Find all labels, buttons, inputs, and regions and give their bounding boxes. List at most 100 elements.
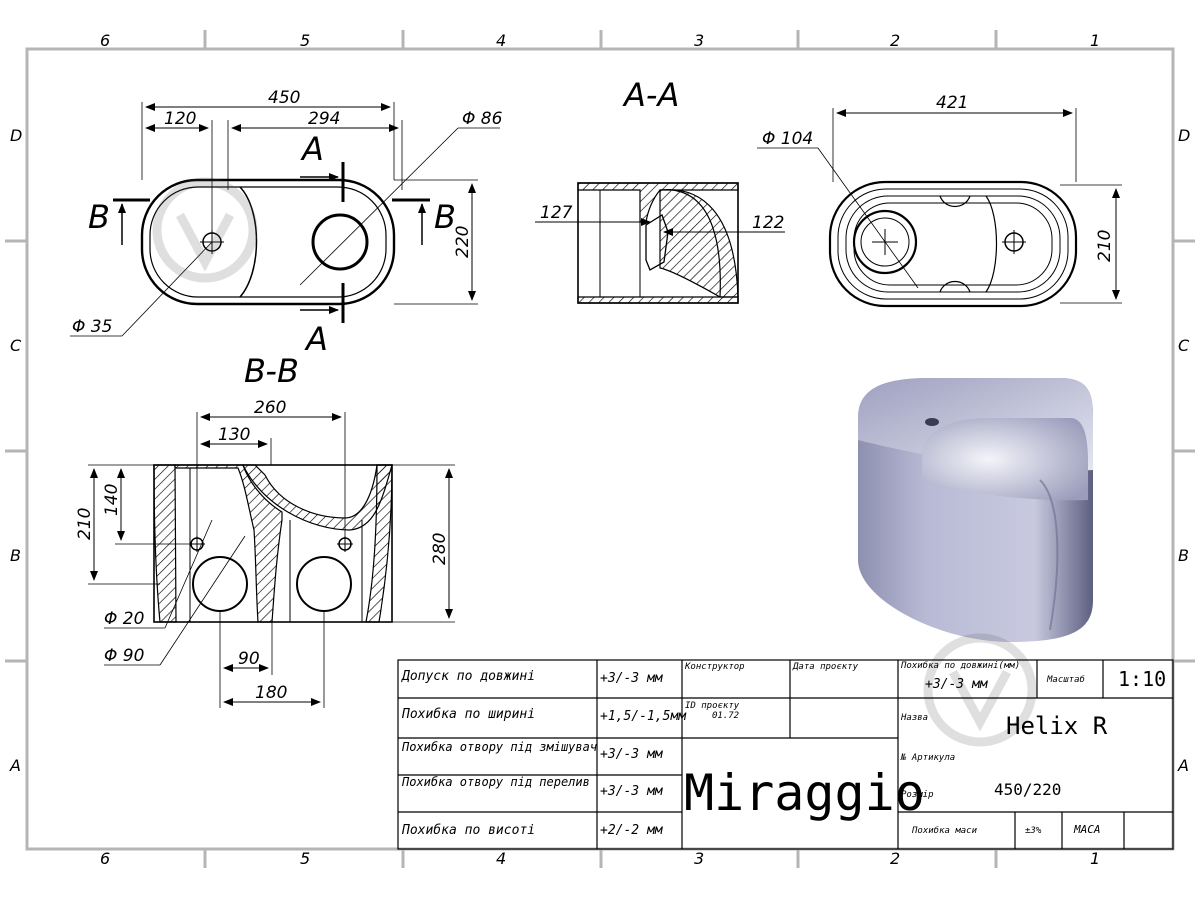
top-view-inner-outline bbox=[149, 186, 387, 298]
section-aa-view bbox=[535, 182, 785, 304]
scale-value: 1:10 bbox=[1118, 667, 1166, 691]
zone-left-D: D bbox=[10, 126, 22, 145]
top-view-text: 450 120 294 220 Φ 86 Φ 35 A A B B bbox=[72, 88, 503, 358]
dim-90: 90 bbox=[238, 649, 260, 669]
designer-label: Конструктор bbox=[684, 662, 745, 672]
section-bb-view bbox=[88, 412, 455, 708]
tol-overflow-label: Похибка отвору під перелив bbox=[401, 775, 590, 789]
section-label-a-top: A bbox=[300, 130, 324, 168]
mass-tol-label: Похибка маси bbox=[911, 825, 978, 836]
size-value: 450/220 bbox=[994, 780, 1061, 799]
top-view bbox=[70, 102, 500, 337]
size-label: Розмір bbox=[901, 790, 934, 800]
dim-dia-104: Φ 104 bbox=[762, 129, 813, 149]
zone-right-B: B bbox=[1178, 546, 1189, 565]
section-aa-bottom-wall bbox=[577, 296, 739, 304]
section-aa-title: A-A bbox=[622, 76, 679, 114]
length-tol-value: +3/-3 мм bbox=[925, 677, 989, 692]
zone-bottom-5: 5 bbox=[300, 849, 310, 868]
dim-280: 280 bbox=[430, 533, 450, 565]
right-view-drain bbox=[852, 209, 918, 275]
zone-bottom-6: 6 bbox=[100, 849, 110, 868]
brand-name: Miraggio bbox=[684, 764, 925, 822]
dim-180: 180 bbox=[255, 683, 287, 703]
zone-top-4: 4 bbox=[496, 31, 506, 50]
top-view-drain bbox=[311, 213, 369, 271]
tol-overflow-value: +3/-3 мм bbox=[600, 784, 664, 799]
zone-left-C: C bbox=[10, 336, 22, 355]
section-label-b-right: B bbox=[434, 198, 456, 236]
dim-130: 130 bbox=[218, 425, 250, 445]
length-tol-label: Похибка по довжині(мм) bbox=[900, 660, 1020, 671]
mass-tol-value: ±3% bbox=[1025, 826, 1042, 836]
dim-294: 294 bbox=[308, 109, 340, 129]
tol-height-label: Похибка по висоті bbox=[401, 823, 535, 838]
watermark-logo-left bbox=[152, 177, 258, 283]
zone-bottom-3: 3 bbox=[694, 849, 704, 868]
zone-bottom-2: 2 bbox=[890, 849, 900, 868]
article-label: № Артикула bbox=[900, 753, 955, 763]
zone-bottom-4: 4 bbox=[496, 849, 506, 868]
top-view-outer-outline bbox=[140, 178, 396, 306]
project-date-label: Дата проєкту bbox=[792, 662, 859, 672]
section-label-a-bottom: A bbox=[304, 320, 328, 358]
dim-122: 122 bbox=[752, 213, 784, 233]
dim-210-bb: 210 bbox=[75, 508, 95, 540]
section-bb-title: B-B bbox=[244, 352, 299, 390]
zone-top-3: 3 bbox=[694, 31, 704, 50]
top-view-basin-edge bbox=[239, 186, 258, 298]
tol-length-value: +3/-3 мм bbox=[600, 671, 664, 686]
section-bb-text: B-B 260 130 210 140 280 90 180 Φ 20 Φ 90 bbox=[75, 352, 450, 703]
right-view-outer-outline bbox=[828, 180, 1078, 308]
name-label: Назва bbox=[900, 713, 928, 723]
title-block: Допуск по довжині +3/-3 мм Похибка по ши… bbox=[401, 660, 1166, 838]
dim-dia-35: Φ 35 bbox=[72, 317, 112, 337]
right-view-text: 421 210 Φ 104 bbox=[762, 93, 1115, 262]
tol-width-label: Похибка по ширині bbox=[401, 707, 535, 722]
zone-top-6: 6 bbox=[100, 31, 110, 50]
dim-dia-20: Φ 20 bbox=[104, 609, 144, 629]
tol-width-value: +1,5/-1,5мм bbox=[600, 709, 687, 724]
tol-mixer-value: +3/-3 мм bbox=[600, 747, 664, 762]
watermark-logo-right bbox=[923, 633, 1037, 747]
zone-left-B: B bbox=[10, 546, 21, 565]
product-name: Helix R bbox=[1006, 712, 1108, 740]
dim-210-right: 210 bbox=[1095, 230, 1115, 262]
dim-421: 421 bbox=[936, 93, 968, 113]
dim-dia-86: Φ 86 bbox=[462, 109, 503, 129]
section-bb-left-wall bbox=[153, 464, 177, 623]
dim-450: 450 bbox=[268, 88, 300, 108]
tol-height-value: +2/-2 мм bbox=[600, 823, 664, 838]
scale-label: Масштаб bbox=[1046, 674, 1085, 685]
zone-left-A: A bbox=[9, 756, 21, 775]
project-id-label: ID проєкту bbox=[685, 701, 740, 711]
section-aa-text: A-A 127 122 bbox=[540, 76, 784, 233]
tol-length-label: Допуск по довжині bbox=[401, 669, 535, 684]
zone-top-1: 1 bbox=[1090, 31, 1100, 50]
zone-right-A: A bbox=[1177, 756, 1189, 775]
section-bb-drain-hole-right bbox=[296, 556, 352, 612]
section-aa-drain-fitting bbox=[645, 214, 669, 271]
right-view bbox=[757, 108, 1122, 308]
project-id-value: 01.72 bbox=[712, 711, 739, 721]
dim-220: 220 bbox=[453, 226, 473, 258]
zone-labels: 6 5 4 3 2 1 6 5 4 3 2 1 D C B A D C B A bbox=[9, 31, 1190, 868]
title-block-grid bbox=[397, 659, 1174, 850]
mass-label: МАСА bbox=[1073, 823, 1101, 836]
dim-120: 120 bbox=[164, 109, 196, 129]
zone-top-2: 2 bbox=[890, 31, 900, 50]
product-3d-render bbox=[858, 378, 1093, 642]
tol-mixer-label: Похибка отвору під змішувач bbox=[401, 740, 597, 754]
zone-bottom-1: 1 bbox=[1090, 849, 1100, 868]
section-aa-basin bbox=[659, 188, 739, 298]
zone-right-C: C bbox=[1178, 336, 1190, 355]
dim-dia-90: Φ 90 bbox=[104, 646, 144, 666]
dim-140: 140 bbox=[102, 484, 122, 516]
zone-top-5: 5 bbox=[300, 31, 310, 50]
zone-right-D: D bbox=[1178, 126, 1190, 145]
dim-127: 127 bbox=[540, 203, 573, 223]
dim-260: 260 bbox=[254, 398, 286, 418]
section-label-b-left: B bbox=[88, 198, 110, 236]
zone-ticks bbox=[5, 30, 1195, 868]
